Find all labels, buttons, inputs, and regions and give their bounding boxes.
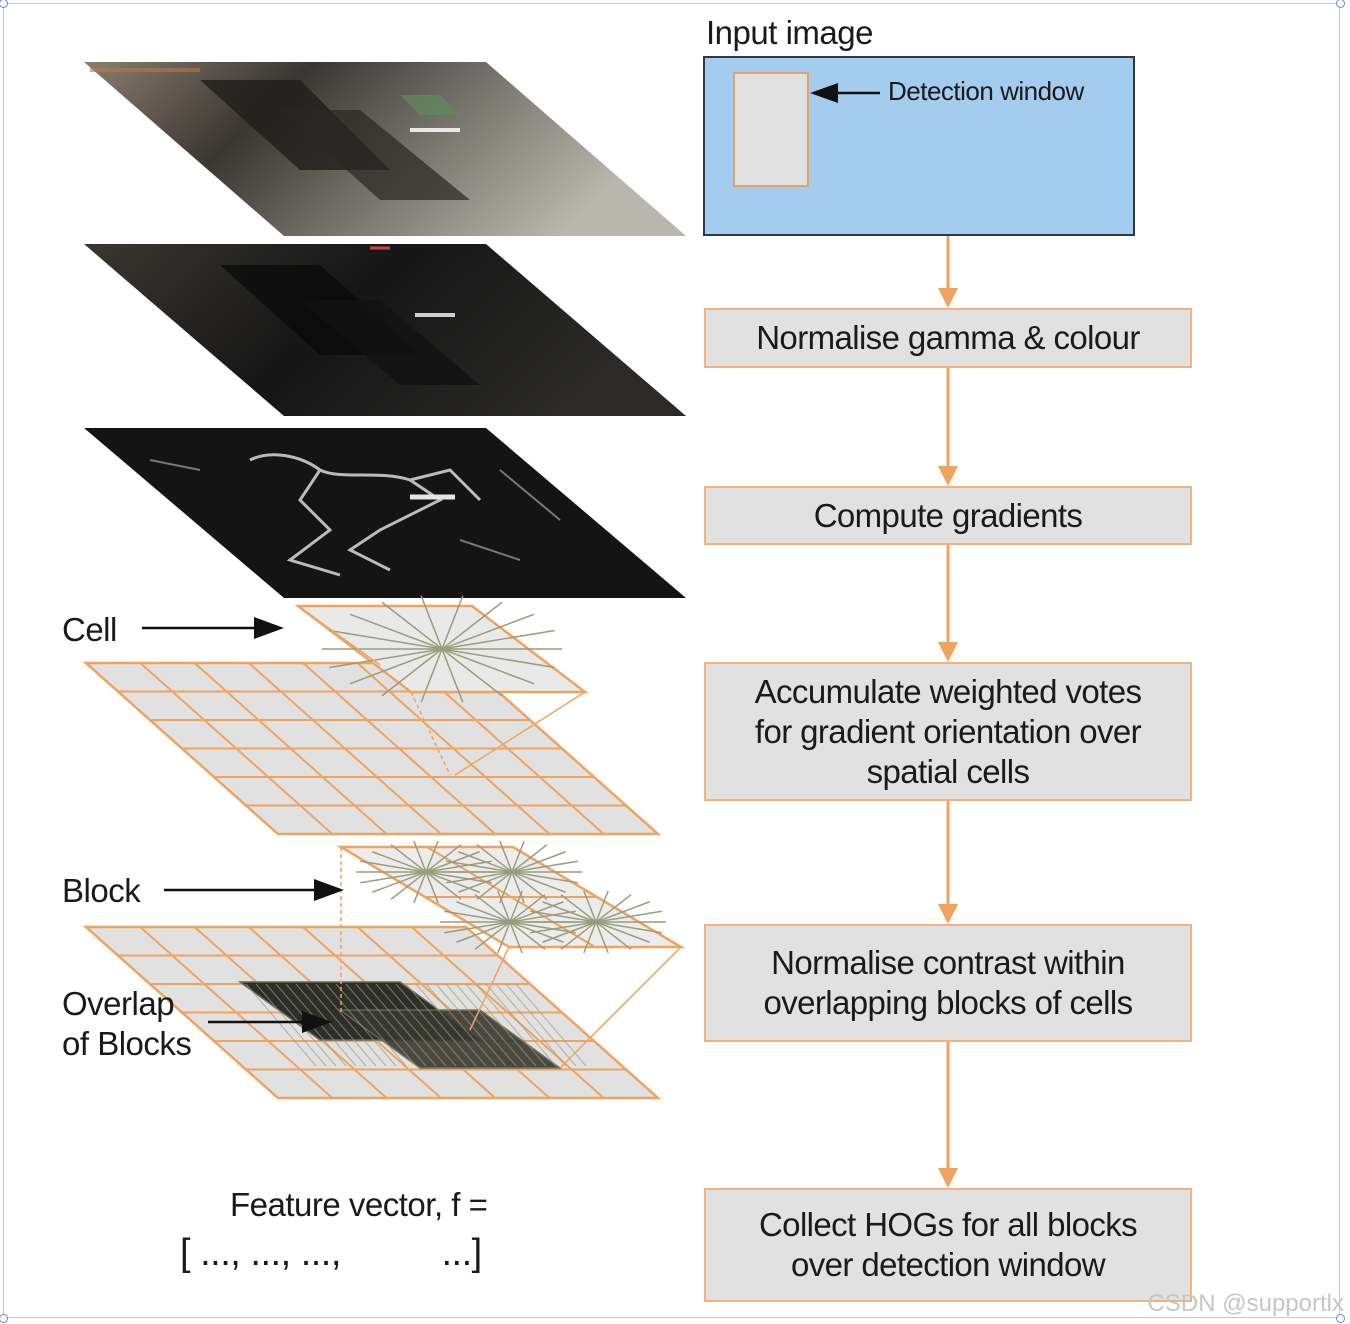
feature-vector-label: Feature vector, f = (230, 1186, 488, 1223)
input-photo-layer (84, 62, 686, 236)
block-label: Block (62, 872, 141, 909)
detection-window-rect (733, 72, 809, 187)
step-normalise-contrast: Normalise contrast within overlapping bl… (704, 924, 1192, 1042)
frame-corner-handle (1336, 1314, 1345, 1323)
cell-label: Cell (62, 611, 117, 648)
figure-frame (3, 3, 1340, 1318)
normalised-photo-layer (84, 244, 686, 416)
step-collect-hogs: Collect HOGs for all blocks over detecti… (704, 1188, 1192, 1302)
step-accumulate-votes: Accumulate weighted votes for gradient o… (704, 662, 1192, 801)
detection-window-label: Detection window (888, 76, 1084, 106)
input-image-title: Input image (706, 14, 873, 51)
frame-corner-handle (1336, 0, 1345, 8)
step-compute-gradients: Compute gradients (704, 486, 1192, 545)
gradient-image-layer (84, 428, 686, 598)
overlap-label: Overlap of Blocks (62, 985, 192, 1062)
feature-vector-bracket: [ ..., ..., ..., ...] (180, 1232, 482, 1274)
step-normalise-gamma: Normalise gamma & colour (704, 308, 1192, 368)
overlap-pointer-arrow (208, 1011, 332, 1033)
frame-corner-handle (0, 1314, 8, 1323)
flow-connectors (938, 236, 958, 1188)
cell-grid-layer (82, 661, 662, 836)
cell-histogram-inset (294, 595, 589, 776)
input-image-box (703, 56, 1135, 236)
block-grid-layer (82, 925, 662, 1100)
block-pointer-arrow (164, 879, 344, 901)
block-histogram-inset (336, 840, 686, 1069)
watermark: CSDN @supportlx (1147, 1290, 1344, 1317)
frame-corner-handle (0, 0, 8, 8)
cell-pointer-arrow (142, 617, 284, 639)
